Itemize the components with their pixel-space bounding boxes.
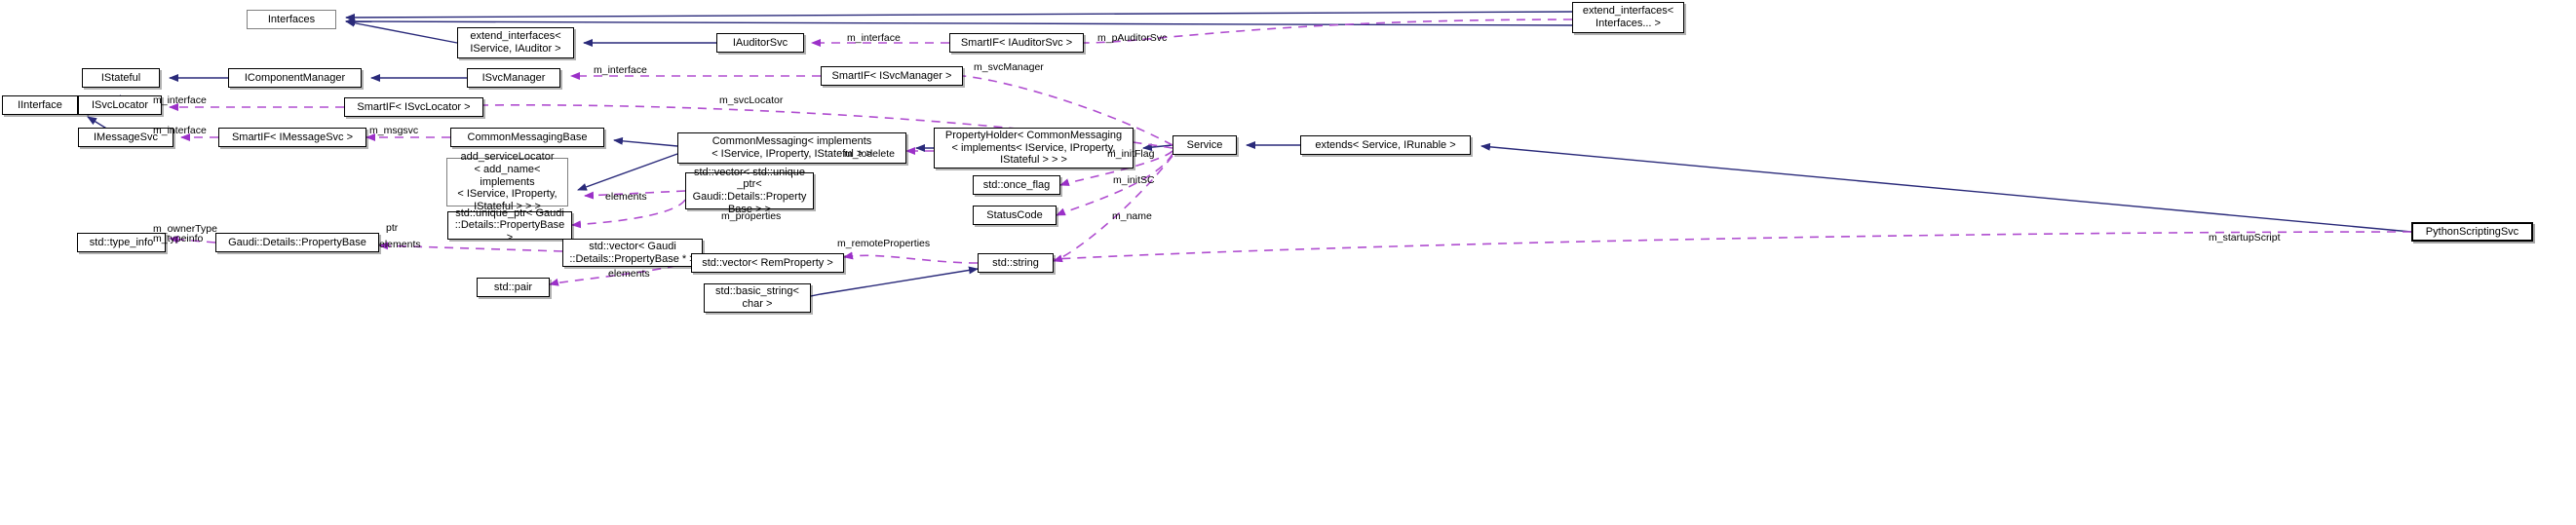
- class-node-service[interactable]: Service: [1173, 135, 1237, 155]
- class-node-icomponentmanager[interactable]: IComponentManager: [228, 68, 362, 88]
- class-node-propertybase[interactable]: Gaudi::Details::PropertyBase: [215, 233, 379, 252]
- class-node-pythonscriptingsvc[interactable]: PythonScriptingSvc: [2411, 222, 2533, 242]
- class-node-istateful[interactable]: IStateful: [82, 68, 160, 88]
- edge-label: m_initFlag: [1107, 148, 1155, 160]
- class-node-commonmsgbase[interactable]: CommonMessagingBase: [450, 128, 604, 147]
- class-node-std_pair[interactable]: std::pair: [477, 278, 550, 297]
- edge-label: ptr: [386, 222, 399, 234]
- edge-label: m_interface: [153, 94, 207, 106]
- edge-label: m_interface: [594, 64, 647, 76]
- edge-label: m_interface: [847, 32, 901, 44]
- edge-label: m_pAuditorSvc: [1097, 32, 1168, 44]
- class-node-std_string[interactable]: std::string: [978, 253, 1054, 273]
- class-node-smartif_imsgsvc[interactable]: SmartIF< IMessageSvc >: [218, 128, 366, 147]
- edge-label: m_ownerType: [153, 223, 217, 235]
- class-node-smartif_isvcloc[interactable]: SmartIF< ISvcLocator >: [344, 97, 483, 117]
- class-node-once_flag[interactable]: std::once_flag: [973, 175, 1060, 195]
- class-node-statuscode[interactable]: StatusCode: [973, 206, 1057, 225]
- class-node-smartif_iauditor[interactable]: SmartIF< IAuditorSvc >: [949, 33, 1084, 53]
- class-node-commonmessaging[interactable]: CommonMessaging< implements < IService, …: [677, 132, 906, 164]
- edge-label: elements: [608, 268, 650, 280]
- class-node-basic_string[interactable]: std::basic_string< char >: [704, 283, 811, 313]
- class-node-imessagesvc[interactable]: IMessageSvc: [78, 128, 173, 147]
- edge-label: m_svcManager: [974, 61, 1044, 73]
- class-node-interfaces[interactable]: Interfaces: [247, 10, 336, 29]
- class-node-vector_unique_prop[interactable]: std::vector< std::unique _ptr< Gaudi::De…: [685, 167, 814, 215]
- edge-label: m_todelete: [844, 148, 895, 160]
- edge-label: m_startupScript: [2209, 232, 2281, 244]
- class-node-add_servicelocator[interactable]: add_serviceLocator < add_name< implement…: [446, 151, 568, 212]
- edge-label: m_msgsvc: [369, 125, 419, 136]
- class-node-iauditorsvc[interactable]: IAuditorSvc: [716, 33, 804, 53]
- class-node-vector_propbase[interactable]: std::vector< Gaudi ::Details::PropertyBa…: [562, 239, 703, 267]
- class-node-type_info[interactable]: std::type_info: [77, 233, 166, 252]
- edge-label: m_properties: [721, 210, 782, 222]
- edge-label: m_remoteProperties: [837, 238, 931, 249]
- class-node-propertyholder[interactable]: PropertyHolder< CommonMessaging < implem…: [934, 128, 1134, 169]
- edge-label: m_interface: [153, 125, 207, 136]
- edge-label: m_initSC: [1113, 174, 1155, 186]
- class-node-extend_if_isvc[interactable]: extend_interfaces< IService, IAuditor >: [457, 27, 574, 58]
- edge-label: m_typeinfo: [153, 233, 204, 244]
- class-node-vector_remproperty[interactable]: std::vector< RemProperty >: [691, 253, 844, 273]
- class-node-extend_if_dots[interactable]: extend_interfaces< Interfaces... >: [1572, 2, 1684, 33]
- class-node-isvcmanager[interactable]: ISvcManager: [467, 68, 560, 88]
- edge-label: elements: [605, 191, 647, 203]
- class-node-iinterface[interactable]: IInterface: [2, 95, 78, 115]
- class-node-isvclocator[interactable]: ISvcLocator: [78, 95, 162, 115]
- class-node-smartif_isvcmgr[interactable]: SmartIF< ISvcManager >: [821, 66, 963, 86]
- class-node-unique_ptr_prop[interactable]: std::unique_ptr< Gaudi ::Details::Proper…: [447, 207, 572, 244]
- class-node-extends_service[interactable]: extends< Service, IRunable >: [1300, 135, 1471, 155]
- edge-label: elements: [379, 239, 421, 250]
- edge-label: m_svcLocator: [719, 94, 784, 106]
- edge-label: m_name: [1112, 210, 1152, 222]
